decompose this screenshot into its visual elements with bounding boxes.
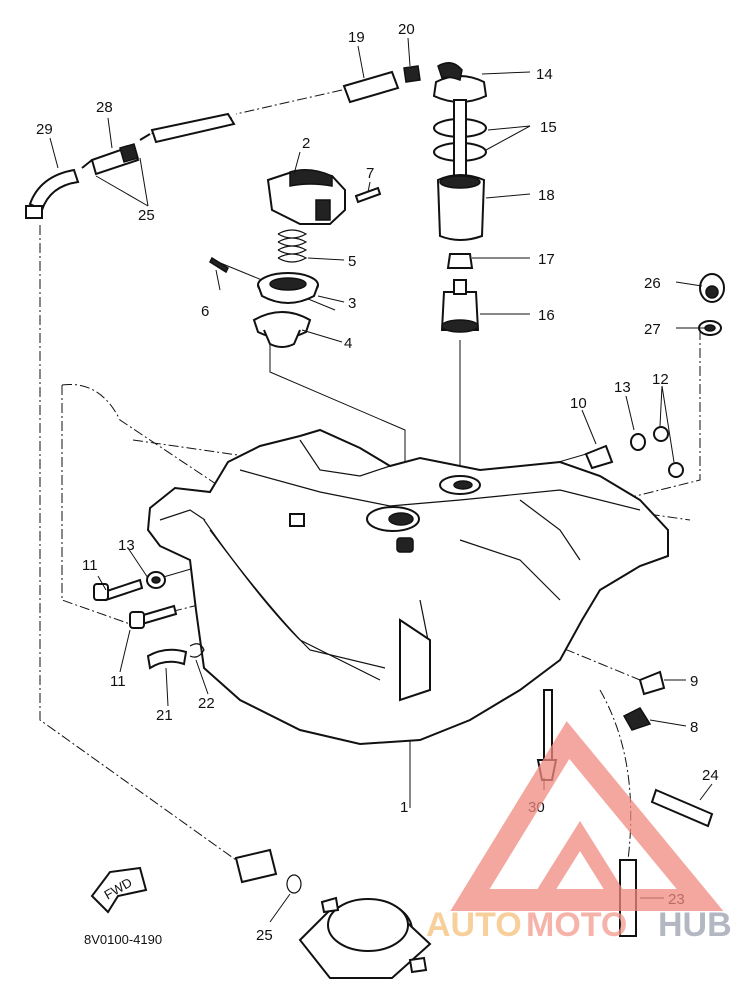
callout-25a: 25	[138, 207, 155, 224]
callout-11a: 11	[82, 557, 98, 574]
callout-9: 9	[690, 673, 698, 690]
callout-11b: 11	[110, 673, 126, 690]
callout-26: 26	[644, 275, 661, 292]
automotohub-watermark: AUTO MOTO HUB	[426, 721, 732, 944]
callout-17: 17	[538, 251, 555, 268]
callout-19: 19	[348, 29, 365, 46]
forward-direction-arrow: FWD	[90, 866, 148, 914]
callout-10: 10	[570, 395, 587, 412]
callout-18: 18	[538, 187, 555, 204]
callout-16: 16	[538, 307, 555, 324]
bolts-and-lines	[93, 578, 205, 670]
callout-1: 1	[400, 799, 408, 816]
callout-29: 29	[36, 121, 53, 138]
watermark-moto: MOTO	[526, 906, 627, 944]
callout-12: 12	[652, 371, 669, 388]
callout-6: 6	[201, 303, 209, 320]
callout-22: 22	[198, 695, 215, 712]
spring-part-5	[277, 229, 308, 263]
callout-15: 15	[540, 119, 557, 136]
callout-28: 28	[96, 99, 113, 116]
callout-4: 4	[344, 335, 352, 352]
hoses-and-fittings	[25, 65, 421, 219]
callout-13a: 13	[614, 379, 631, 396]
callout-21: 21	[156, 707, 173, 724]
cap-assembly	[209, 169, 382, 348]
watermark-logo	[450, 721, 724, 911]
callout-27: 27	[644, 321, 661, 338]
watermark-auto: AUTO	[426, 906, 522, 944]
part-code: 8V0100-4190	[84, 932, 162, 947]
callout-8: 8	[690, 719, 698, 736]
fuel-tank	[146, 428, 669, 746]
callout-13b: 13	[118, 537, 135, 554]
callout-20: 20	[398, 21, 415, 38]
callout-5: 5	[348, 253, 356, 270]
sender-assembly	[432, 62, 488, 333]
watermark-hub: HUB	[658, 906, 732, 944]
callout-24: 24	[702, 767, 719, 784]
callout-3: 3	[348, 295, 356, 312]
callout-7: 7	[366, 165, 374, 182]
callout-2: 2	[302, 135, 310, 152]
callout-14: 14	[536, 66, 553, 83]
callout-25b: 25	[256, 927, 273, 944]
